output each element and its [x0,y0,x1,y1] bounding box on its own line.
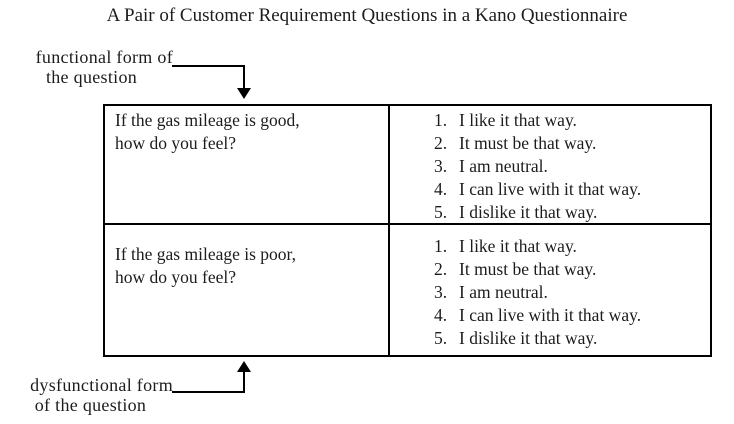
option-number: 5. [434,328,448,348]
option-item: 4. I can live with it that way. [434,178,706,201]
option-text: I like it that way. [459,110,577,130]
option-number: 4. [434,305,448,325]
question-cell-functional: If the gas mileage is good, how do you f… [105,106,390,225]
option-text: I can live with it that way. [459,179,642,199]
dysfunctional-form-label: dysfunctional form of the question [8,375,173,415]
functional-form-label: functional form of the question [10,47,173,87]
up-arrowhead-icon [237,361,251,372]
option-item: 1. I like it that way. [434,109,706,132]
question-cell-dysfunctional: If the gas mileage is poor, how do you f… [105,225,390,355]
dysfunctional-arrow-horizontal-line [172,391,245,393]
option-item: 1. I like it that way. [434,235,706,258]
option-item: 5. I dislike it that way. [434,327,706,350]
options-cell-dysfunctional: 1. I like it that way. 2. It must be tha… [390,225,710,355]
option-number: 3. [434,282,448,302]
option-number: 1. [434,236,448,256]
option-item: 3. I am neutral. [434,281,706,304]
option-item: 4. I can live with it that way. [434,304,706,327]
options-cell-functional: 1. I like it that way. 2. It must be tha… [390,106,710,225]
option-item: 3. I am neutral. [434,155,706,178]
kano-table: If the gas mileage is good, how do you f… [103,104,712,357]
option-number: 3. [434,156,448,176]
option-item: 2. It must be that way. [434,258,706,281]
option-number: 4. [434,179,448,199]
option-text: I dislike it that way. [459,202,598,222]
option-item: 5. I dislike it that way. [434,201,706,224]
option-number: 5. [434,202,448,222]
option-number: 2. [434,133,448,153]
option-number: 1. [434,110,448,130]
option-text: It must be that way. [459,259,597,279]
dysfunctional-form-label-line2: of the question [34,395,147,415]
figure-title: A Pair of Customer Requirement Questions… [106,5,628,26]
option-text: I dislike it that way. [459,328,598,348]
dysfunctional-form-label-line1: dysfunctional form [30,375,173,395]
dysfunctional-arrow-vertical-line [243,371,245,393]
option-text: I am neutral. [459,282,548,302]
down-arrowhead-icon [237,88,251,99]
functional-form-label-line1: functional form of [35,47,173,67]
option-text: It must be that way. [459,133,597,153]
functional-arrow-vertical-line [243,65,245,90]
option-item: 2. It must be that way. [434,132,706,155]
functional-arrow-horizontal-line [172,65,245,67]
functional-form-label-line2: the question [45,67,138,87]
option-text: I am neutral. [459,156,548,176]
option-number: 2. [434,259,448,279]
option-text: I can live with it that way. [459,305,642,325]
option-text: I like it that way. [459,236,577,256]
